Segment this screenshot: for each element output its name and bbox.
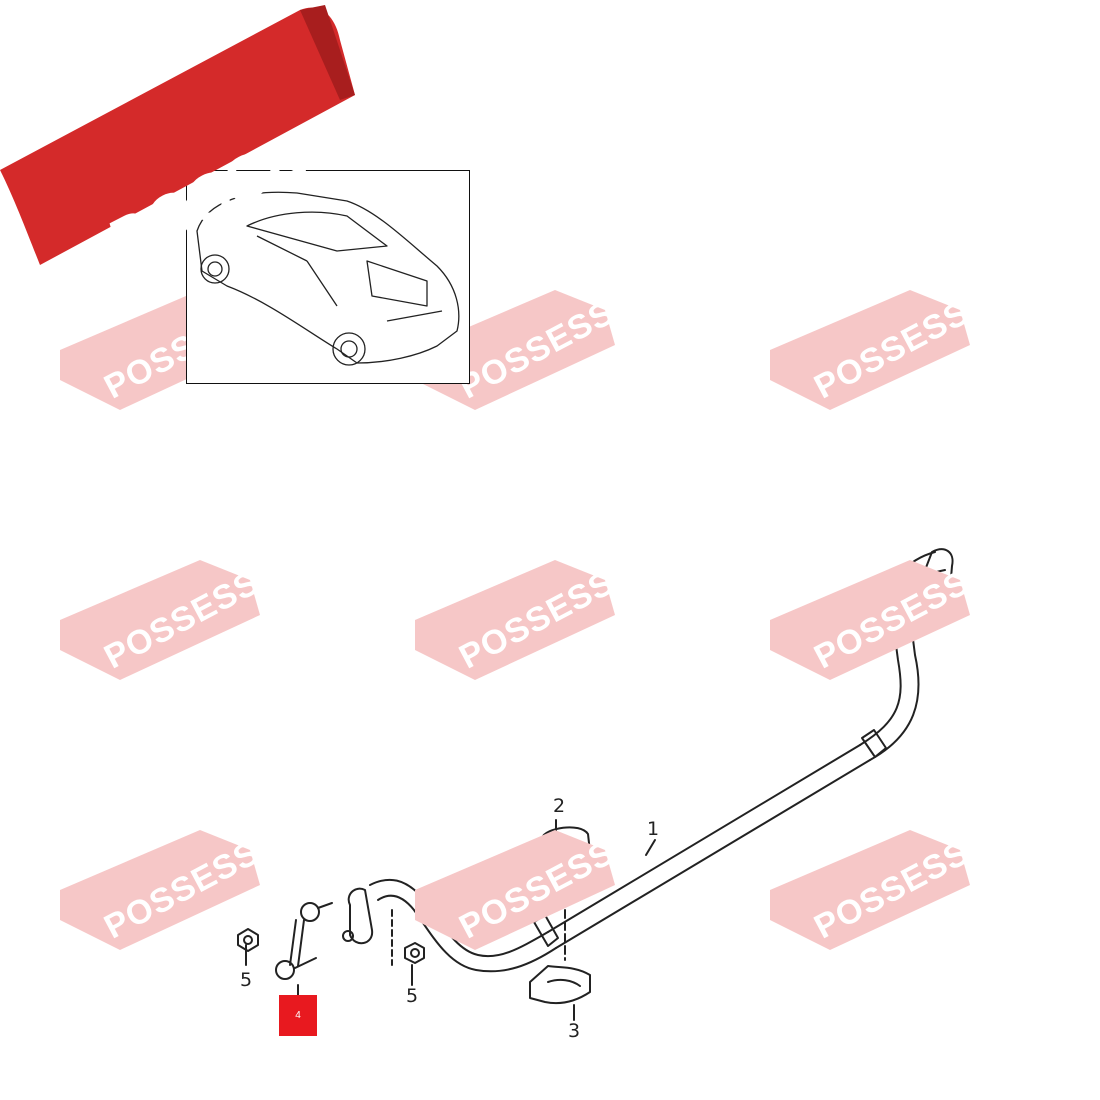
watermark-logo: POSSESS xyxy=(60,560,266,680)
callout-3: 3 xyxy=(568,1020,581,1042)
bushing-lower xyxy=(529,965,591,1005)
watermark-logo: POSSESS xyxy=(770,290,976,410)
callout-4-highlight: 4 xyxy=(279,995,317,1036)
bar-end-eye-left xyxy=(347,887,374,945)
bushing-ring-right xyxy=(861,729,887,758)
nut-left xyxy=(237,928,259,952)
callout-4: 4 xyxy=(295,1010,301,1021)
brand-banner: POSSESS xyxy=(0,0,391,278)
vehicle-inset xyxy=(186,170,470,384)
callout-5-left: 5 xyxy=(240,969,253,991)
watermark-logo: POSSESS xyxy=(770,560,976,680)
callout-2: 2 xyxy=(553,795,566,817)
stabilizer-bar xyxy=(547,744,861,933)
drop-link xyxy=(289,919,297,966)
watermark-logo: POSSESS xyxy=(415,560,621,680)
nut-right xyxy=(404,942,425,964)
car-outline-icon xyxy=(196,191,460,366)
callout-5-right: 5 xyxy=(406,985,419,1007)
watermark-logo: POSSESS xyxy=(770,830,976,950)
watermark-logo: POSSESS xyxy=(60,830,266,950)
callout-1: 1 xyxy=(647,818,660,840)
watermark-logo: POSSESS xyxy=(415,830,621,950)
